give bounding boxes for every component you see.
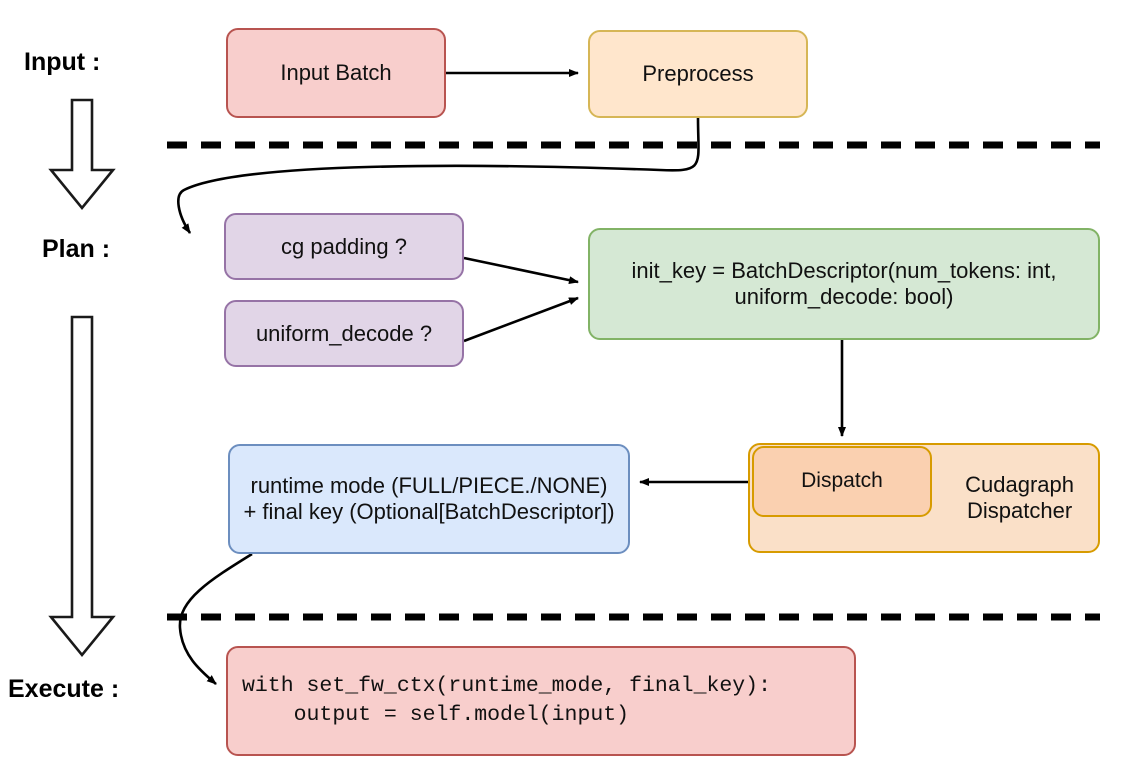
block-arrow-input-to-plan <box>48 98 116 211</box>
block-arrow-plan-to-execute <box>48 315 116 658</box>
node-uniform-decode[interactable]: uniform_decode ? <box>224 300 464 367</box>
node-preprocess[interactable]: Preprocess <box>588 30 808 118</box>
node-execute-code[interactable]: with set_fw_ctx(runtime_mode, final_key)… <box>226 646 856 756</box>
node-cg-padding[interactable]: cg padding ? <box>224 213 464 280</box>
node-dispatch[interactable]: Dispatch <box>752 446 932 517</box>
stage-label-plan: Plan : <box>42 235 111 263</box>
stage-label-execute: Execute : <box>8 675 120 703</box>
node-init-key[interactable]: init_key = BatchDescriptor(num_tokens: i… <box>588 228 1100 340</box>
edge-cg-padding-to-init-key <box>463 256 579 285</box>
node-runtime-mode[interactable]: runtime mode (FULL/PIECE./NONE) + final … <box>228 444 630 554</box>
node-input-batch[interactable]: Input Batch <box>226 28 446 118</box>
edge-uniform-decode-to-init-key <box>463 296 579 343</box>
stage-label-input: Input : <box>24 48 101 76</box>
